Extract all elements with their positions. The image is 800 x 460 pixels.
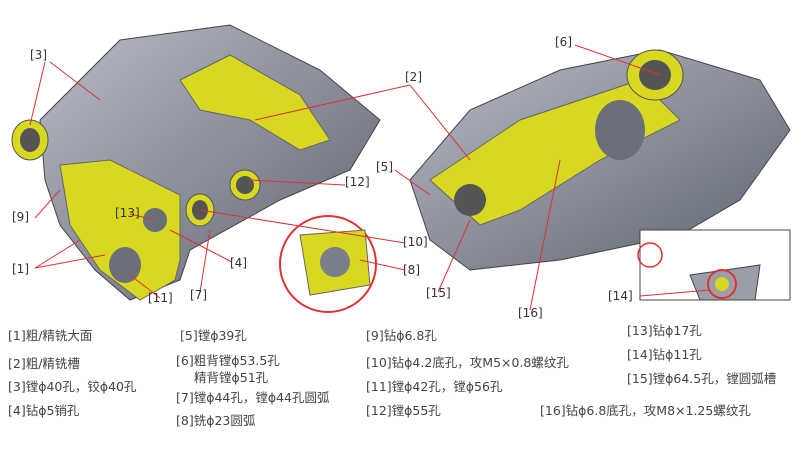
callout-6: [6] bbox=[555, 35, 572, 49]
legend-item: [8]铣ϕ23圆弧 bbox=[176, 413, 256, 428]
callout-12: [12] bbox=[345, 175, 370, 189]
legend-item: [14]钻ϕ11孔 bbox=[627, 347, 702, 362]
legend-item: [11]镗ϕ42孔，镗ϕ56孔 bbox=[366, 379, 503, 394]
callout-4: [4] bbox=[230, 256, 247, 270]
legend-item: [10]钻ϕ4.2底孔，攻M5×0.8螺纹孔 bbox=[366, 355, 569, 370]
callout-2: [2] bbox=[405, 70, 422, 84]
callout-9: [9] bbox=[12, 210, 29, 224]
legend-item: [15]镗ϕ64.5孔，镗圆弧槽 bbox=[627, 371, 777, 386]
callout-1: [1] bbox=[12, 262, 29, 276]
legend-item: [5]镗ϕ39孔 bbox=[180, 328, 247, 343]
callout-16: [16] bbox=[518, 306, 543, 320]
callout-10: [10] bbox=[403, 235, 428, 249]
legend-item: [4]钻ϕ5销孔 bbox=[8, 403, 80, 418]
legend-item: [6]粗背镗ϕ53.5孔 bbox=[176, 353, 280, 368]
left-part-view bbox=[11, 24, 381, 313]
legend-item: [9]钻ϕ6.8孔 bbox=[366, 328, 437, 343]
legend-item: [3]镗ϕ40孔，铰ϕ40孔 bbox=[8, 379, 137, 394]
legend-item: [12]镗ϕ55孔 bbox=[366, 403, 441, 418]
legend-item: [2]粗/精铣槽 bbox=[8, 356, 80, 371]
callout-15: [15] bbox=[426, 286, 451, 300]
callout-11: [11] bbox=[148, 291, 173, 305]
callout-14: [14] bbox=[608, 289, 633, 303]
legend-item: [1]粗/精铣大面 bbox=[8, 328, 93, 343]
callout-7: [7] bbox=[190, 288, 207, 302]
legend-item: 精背镗ϕ51孔 bbox=[194, 370, 269, 385]
callout-13: [13] bbox=[115, 206, 140, 220]
callout-8: [8] bbox=[403, 263, 420, 277]
legend-item: [7]镗ϕ44孔，镗ϕ44孔圆弧 bbox=[176, 390, 330, 405]
right-part-view bbox=[409, 49, 791, 301]
legend-item: [13]钻ϕ17孔 bbox=[627, 323, 702, 338]
legend-item: [16]钻ϕ6.8底孔，攻M8×1.25螺纹孔 bbox=[540, 403, 751, 418]
callout-5: [5] bbox=[376, 160, 393, 174]
leader-lines bbox=[29, 44, 711, 311]
callout-3: [3] bbox=[30, 48, 47, 62]
